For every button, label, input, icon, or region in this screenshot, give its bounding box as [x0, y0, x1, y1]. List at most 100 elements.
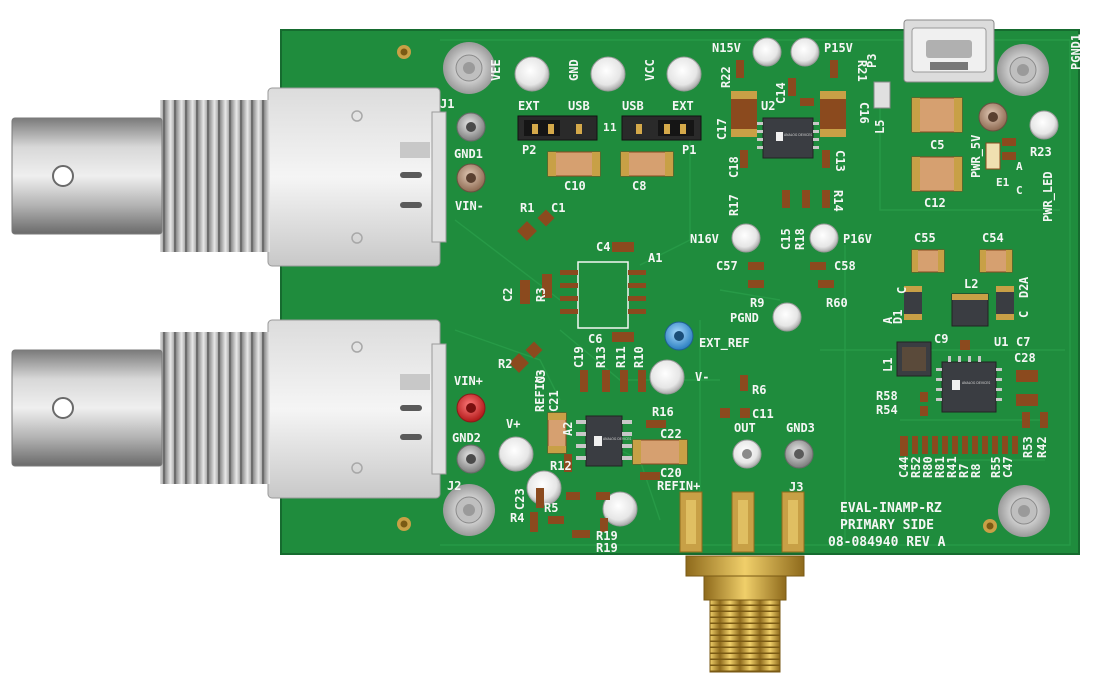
label-c6: C6 [588, 332, 602, 346]
mounting-holes [397, 42, 1050, 537]
label-p1-usb: USB [622, 99, 644, 113]
label-led-a: A [1016, 160, 1023, 173]
label-r7: R7 [957, 464, 971, 478]
label-r21: R21 [855, 60, 869, 82]
label-r8: R8 [969, 464, 983, 478]
label-c22: C22 [660, 427, 682, 441]
label-pin1-b: 1 [610, 121, 617, 134]
label-r60: R60 [826, 296, 848, 310]
ic-a1 [560, 261, 646, 329]
label-c44: C54 [982, 231, 1004, 245]
label-c13: C13 [833, 150, 847, 172]
label-c10: C10 [564, 179, 586, 193]
label-u2: U2 [761, 99, 775, 113]
label-gnd3: GND3 [786, 421, 815, 435]
label-a1: A1 [648, 251, 662, 265]
silkscreen-labels: VEE GND VCC J1 J2 J3 GND1 VIN- VIN+ GND2… [440, 34, 1083, 555]
label-r16: R16 [652, 405, 674, 419]
label-j2: J2 [447, 479, 461, 493]
label-r41: R41 [945, 456, 959, 478]
label-r9: R9 [750, 296, 764, 310]
label-r11: R11 [614, 346, 628, 368]
bulk-capacitors [547, 81, 1014, 465]
label-vin-minus: VIN- [455, 199, 484, 213]
label-r81: R81 [933, 456, 947, 478]
label-c11: C11 [752, 407, 774, 421]
label-r15: R17 [727, 194, 741, 216]
label-p2: P2 [522, 143, 536, 157]
jumper-p2[interactable] [517, 115, 598, 141]
label-l1: L1 [881, 358, 895, 372]
label-c19: C19 [572, 346, 586, 368]
jumper-p1[interactable] [621, 115, 702, 141]
label-c28: C28 [1014, 351, 1036, 365]
label-p1-ext: EXT [672, 99, 694, 113]
label-d2: D2 [1017, 284, 1031, 298]
label-r12: R12 [550, 459, 572, 473]
label-r80: R80 [921, 456, 935, 478]
label-d2-a: A [1017, 276, 1031, 284]
label-c1: C1 [551, 201, 565, 215]
label-p16v: P16V [843, 232, 872, 246]
label-j3: J3 [789, 480, 803, 494]
label-r3: R3 [534, 288, 548, 302]
label-r54: R54 [876, 403, 898, 417]
label-refin-minus: REFIN- [533, 369, 547, 412]
label-c57: C57 [716, 259, 738, 273]
board-side: PRIMARY SIDE [840, 518, 934, 533]
small-passives [509, 60, 1048, 538]
label-c47: C55 [914, 231, 936, 245]
label-c5: C5 [930, 138, 944, 152]
label-r53: R53 [1021, 436, 1035, 458]
label-d2-c: C [1017, 311, 1031, 318]
label-r17: R19 [596, 529, 618, 543]
test-points[interactable] [456, 37, 1059, 527]
label-c9: C9 [934, 332, 948, 346]
bnc-connector-j1[interactable] [11, 87, 447, 267]
label-v-minus: V- [695, 370, 709, 384]
label-c23: C23 [513, 488, 527, 510]
label-pin1-a: 1 [603, 121, 610, 134]
label-l2: L2 [964, 277, 978, 291]
label-vin-plus: VIN+ [454, 374, 483, 388]
label-c20: C20 [660, 466, 682, 480]
label-c15: C15 [779, 228, 793, 250]
label-c4: C4 [596, 240, 610, 254]
board-name: EVAL-INAMP-RZ [840, 501, 942, 516]
label-d1-c: C [895, 287, 909, 294]
label-j1: J1 [440, 97, 454, 111]
label-p15v: P15V [824, 41, 853, 55]
label-c58: C58 [834, 259, 856, 273]
label-c21: C21 [547, 390, 561, 412]
label-pgnd: PGND [730, 311, 759, 325]
bnc-connector-j2[interactable] [11, 319, 447, 499]
label-c3: C3 [534, 370, 548, 384]
analog-devices-logo-u2: ANALOG DEVICES [784, 133, 812, 137]
label-p3: P3 [865, 54, 879, 68]
sma-connector-j3[interactable] [679, 491, 805, 673]
label-p2-usb: USB [568, 99, 590, 113]
label-r19: R19 [596, 541, 618, 555]
label-r52: R52 [909, 456, 923, 478]
label-e1: E1 [996, 176, 1010, 189]
label-p1: P1 [682, 143, 696, 157]
label-r4: R4 [510, 511, 524, 525]
label-c55: C47 [1001, 456, 1015, 478]
label-pwr-led: PWR_LED [1041, 171, 1056, 222]
board-revision: 08-084940 REV A [828, 535, 946, 550]
micro-usb-connector-p3[interactable] [903, 19, 995, 83]
label-n16v: N16V [690, 232, 719, 246]
label-c18: C18 [727, 156, 741, 178]
label-vcc: VCC [643, 59, 657, 81]
label-r58: R58 [876, 389, 898, 403]
label-r5: R5 [544, 501, 558, 515]
label-c12: C12 [924, 196, 946, 210]
label-r55: R55 [989, 456, 1003, 478]
label-r23: R23 [1030, 145, 1052, 159]
label-r6: R6 [752, 383, 766, 397]
label-u1: U1 [994, 335, 1008, 349]
label-r42: R42 [1035, 436, 1049, 458]
label-c2: C2 [501, 288, 515, 302]
label-c8: C8 [632, 179, 646, 193]
analog-devices-logo-u1: ANALOG DEVICES [962, 381, 990, 385]
